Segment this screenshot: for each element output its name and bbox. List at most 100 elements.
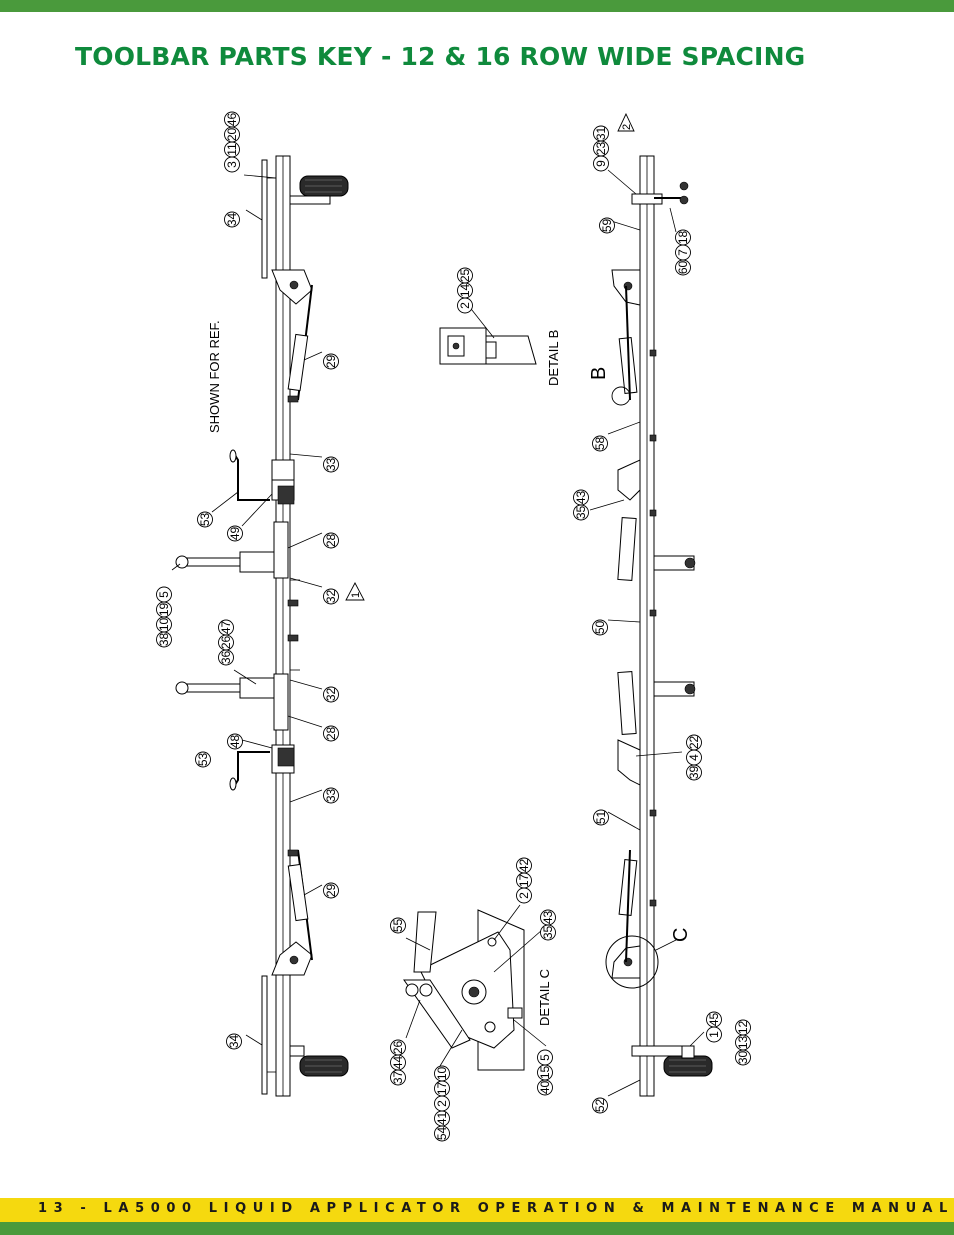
callout-bubble — [226, 1033, 242, 1050]
callout-bubble — [323, 456, 339, 473]
callout-number: 46 — [225, 113, 239, 127]
callout-number: 10 — [435, 1067, 449, 1081]
callout-number: 14 — [458, 284, 472, 298]
callout-number: 3 — [225, 161, 239, 168]
callout-bubble — [592, 435, 608, 452]
page-title: TOOLBAR PARTS KEY - 12 & 16 ROW WIDE SPA… — [75, 42, 806, 71]
callout-bubble — [323, 353, 339, 370]
callout-28-upper: 28 — [323, 532, 339, 549]
callout-bubble — [323, 882, 339, 899]
callout-bubble — [227, 733, 243, 750]
callout-number: 48 — [228, 735, 242, 749]
callout-bubble — [323, 588, 339, 605]
callout-bubble — [390, 917, 406, 934]
callout-bubble — [224, 156, 240, 173]
callout-bubble — [706, 1026, 722, 1043]
detail-b-drawing — [439, 304, 537, 365]
callout-bubble — [195, 751, 211, 768]
callout-34-lower: 34 — [226, 1033, 242, 1050]
callout-number: 12 — [736, 1021, 750, 1035]
callout-number: 4 — [687, 754, 701, 761]
callout-bubble — [592, 1097, 608, 1114]
callout-number: 47 — [219, 621, 233, 635]
callout-32-lower: 32 — [323, 686, 339, 703]
callout-number: 45 — [707, 1013, 721, 1027]
callout-number: 37 — [391, 1071, 405, 1085]
callout-number: 30 — [736, 1051, 750, 1065]
callout-number: 2 — [517, 892, 531, 899]
callout-number: 10 — [157, 618, 171, 632]
callout-bubble — [224, 211, 240, 228]
callout-number: 31 — [594, 127, 608, 141]
callout-number: 43 — [541, 911, 555, 925]
callout-53-lower: 53 — [195, 751, 211, 768]
callout-number: 20 — [225, 128, 239, 142]
callout-bubble — [593, 809, 609, 826]
shown-for-ref-label: SHOWN FOR REF. — [207, 320, 222, 433]
callout-bubble — [686, 764, 702, 781]
callout-53-upper: 53 — [197, 511, 213, 528]
callout-number: 39 — [687, 766, 701, 780]
callout-bubble — [323, 725, 339, 742]
callout-bubble — [323, 532, 339, 549]
parts-diagram: SHOWN FOR REF. DETAIL B DETAIL C B C 1 2… — [156, 111, 751, 1142]
lower-toolbar-drawing — [589, 112, 713, 1097]
callout-bubble — [537, 1079, 553, 1096]
callout-48: 48 — [227, 733, 243, 750]
callout-number: 26 — [219, 636, 233, 650]
callout-32-upper: 32 — [323, 588, 339, 605]
callout-number: 54 — [435, 1127, 449, 1141]
callout-number: 23 — [594, 142, 608, 156]
callout-number: 41 — [435, 1112, 449, 1126]
callout-number: 58 — [593, 437, 607, 451]
callout-number: 38 — [157, 633, 171, 647]
callout-number: 53 — [198, 513, 212, 527]
note-2-number: 2 — [621, 124, 633, 130]
callout-bubble — [227, 525, 243, 542]
callout-number: 29 — [324, 355, 338, 369]
callout-number: 2 — [435, 1100, 449, 1107]
callout-number: 2 — [458, 302, 472, 309]
callout-28-lower: 28 — [323, 725, 339, 742]
callout-bubble — [218, 649, 234, 666]
callout-bubble — [323, 686, 339, 703]
callout-bubble — [434, 1125, 450, 1142]
callout-number: 33 — [324, 458, 338, 472]
callout-number: 43 — [574, 491, 588, 505]
callout-number: 29 — [324, 884, 338, 898]
callout-number: 60 — [676, 261, 690, 275]
callout-bubble — [593, 155, 609, 172]
callout-number: 32 — [324, 688, 338, 702]
detail-c-marker: C — [670, 928, 692, 942]
callout-58: 58 — [592, 435, 608, 452]
callout-bubble — [156, 631, 172, 648]
callout-number: 51 — [594, 811, 608, 825]
callout-number: 55 — [391, 919, 405, 933]
callout-29-upper: 29 — [323, 353, 339, 370]
callout-number: 59 — [600, 219, 614, 233]
callout-bubble — [592, 619, 608, 636]
callout-number: 35 — [541, 926, 555, 940]
callout-bubble — [540, 924, 556, 941]
callout-33-upper: 33 — [323, 456, 339, 473]
callout-52: 52 — [592, 1097, 608, 1114]
note-1-number: 1 — [350, 592, 362, 598]
detail-c-label: DETAIL C — [537, 969, 552, 1026]
callout-50: 50 — [592, 619, 608, 636]
callout-number: 5 — [538, 1054, 552, 1061]
callout-33-lower: 33 — [323, 787, 339, 804]
callout-bubble — [675, 259, 691, 276]
top-color-band — [0, 0, 954, 12]
callout-34-upper: 34 — [224, 211, 240, 228]
callout-number: 34 — [225, 213, 239, 227]
callout-55: 55 — [390, 917, 406, 934]
callout-number: 26 — [391, 1041, 405, 1055]
callout-bubble — [599, 217, 615, 234]
